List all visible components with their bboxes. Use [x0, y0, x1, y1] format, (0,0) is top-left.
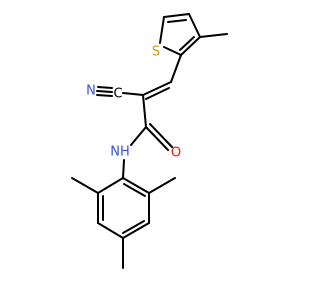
bond-s-c5 — [159, 16, 165, 44]
bond-nitrile-triple-1 — [96, 90, 113, 93]
bond-ring-c4-c5 — [97, 222, 124, 239]
bond-c3-methyl — [199, 33, 228, 38]
bond-nitrile-triple-3 — [97, 86, 113, 89]
bond-c3-c2 — [180, 36, 201, 56]
bond-alpha-nitrile-carbon — [122, 92, 144, 96]
bond-c4-c3 — [188, 13, 201, 38]
bond-ring-c3-c4 — [122, 222, 150, 239]
molecule-structure-canvas: S C N NH O — [71, 13, 228, 269]
bond-c2-s — [163, 46, 182, 56]
bond-c2-vinyl — [170, 54, 182, 83]
bond-c3-c2-inner — [179, 36, 195, 51]
nitrile-carbon-label: C — [113, 87, 122, 102]
bond-ring-c6-c1 — [97, 177, 124, 194]
amide-nh-label: NH — [110, 145, 130, 160]
nitrile-nitrogen-label: N — [86, 84, 96, 99]
bond-vinyl-alpha-inner — [145, 87, 170, 100]
bond-c5-c4-inner — [167, 19, 187, 23]
bond-ring-c1-c2-inner — [123, 183, 146, 197]
atom-label-layer: S C N NH O — [86, 45, 181, 161]
bond-carbonyl-nitrogen — [130, 126, 147, 146]
bond-ring-c1-c2 — [122, 177, 150, 194]
bond-ring-c3-c4-inner — [122, 220, 145, 234]
bond-methyl-left — [71, 177, 99, 194]
bond-c5-c4 — [163, 13, 190, 18]
sulfur-atom: S — [152, 45, 160, 60]
bond-carbonyl-oxygen-inner — [149, 123, 173, 148]
amide-nitrogen-atom: NH — [110, 145, 130, 160]
sulfur-label: S — [152, 45, 160, 60]
bond-vinyl-alpha — [142, 81, 172, 96]
bond-nitrile-triple-2 — [96, 94, 113, 97]
bond-nitrogen-aryl — [122, 159, 125, 179]
carbonyl-oxygen-atom: O — [171, 146, 181, 161]
bond-carbonyl-oxygen — [145, 126, 169, 151]
bond-alpha-carbonyl — [142, 94, 147, 128]
bond-layer — [71, 13, 228, 269]
carbonyl-oxygen-label: O — [171, 146, 181, 161]
bond-methyl-right — [148, 177, 176, 194]
nitrile-nitrogen-atom: N — [86, 84, 96, 99]
nitrile-carbon-atom: C — [113, 87, 122, 102]
